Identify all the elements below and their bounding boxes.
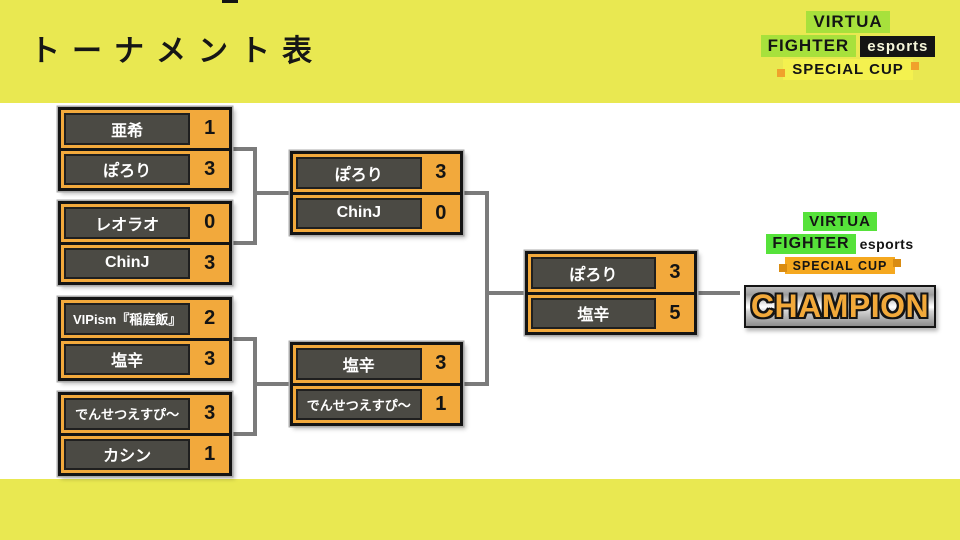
player-row: ぽろり 3 xyxy=(528,254,694,292)
bracket-connector xyxy=(485,191,489,386)
player-name: ChinJ xyxy=(296,197,422,229)
player-row: ChinJ 0 xyxy=(293,191,460,232)
match-semifinal-2: 塩辛 3 でんせつえすぴ〜 1 xyxy=(290,342,463,426)
logo-fighter-row: FIGHTER esports xyxy=(760,35,936,57)
match-round1-4: でんせつえすぴ〜 3 カシン 1 xyxy=(58,392,232,476)
player-score: 5 xyxy=(669,301,681,324)
champion-banner: CHAMPION xyxy=(744,285,936,328)
bracket-connector xyxy=(230,337,257,341)
champion-logo-virtua-label: VIRTUA xyxy=(803,212,877,231)
champion-logo-fighter-label: FIGHTER xyxy=(766,234,856,254)
player-name: ChinJ xyxy=(64,247,191,279)
player-score: 3 xyxy=(204,347,216,370)
player-name: 塩辛 xyxy=(531,297,656,329)
player-row: レオラオ 0 xyxy=(61,204,229,242)
player-row: 塩辛 3 xyxy=(293,345,460,383)
bracket-connector xyxy=(230,241,257,245)
player-score: 3 xyxy=(435,161,447,184)
player-score: 2 xyxy=(204,307,216,330)
player-name: レオラオ xyxy=(64,207,191,239)
player-row: 塩辛 5 xyxy=(528,291,694,332)
bracket-connector xyxy=(485,291,525,295)
player-score: 3 xyxy=(204,157,216,180)
bracket-connector xyxy=(253,191,290,195)
player-row: カシン 1 xyxy=(61,432,229,473)
bracket-connector xyxy=(253,147,257,245)
match-round1-1: 亜希 1 ぽろり 3 xyxy=(58,107,232,191)
player-name: カシン xyxy=(64,438,191,470)
match-final: ぽろり 3 塩辛 5 xyxy=(525,251,697,335)
player-name: ぽろり xyxy=(296,157,422,189)
logo-special-cup-label: SPECIAL CUP xyxy=(777,59,919,80)
player-score: 1 xyxy=(435,392,447,415)
player-name: でんせつえすぴ〜 xyxy=(64,398,191,430)
player-row: 塩辛 3 xyxy=(61,337,229,378)
match-semifinal-1: ぽろり 3 ChinJ 0 xyxy=(290,151,463,235)
player-row: ChinJ 3 xyxy=(61,241,229,282)
player-name: VIPism『稲庭飯』 xyxy=(64,303,191,335)
player-score: 0 xyxy=(204,211,216,234)
player-name: でんせつえすぴ〜 xyxy=(296,388,422,420)
player-name: ぽろり xyxy=(64,153,191,185)
bottom-yellow-band xyxy=(0,479,960,540)
player-name: 塩辛 xyxy=(296,348,422,380)
player-row: ぽろり 3 xyxy=(61,147,229,188)
bracket-connector xyxy=(253,337,257,436)
champion-logo-fighter-row: FIGHTER esports xyxy=(766,234,913,254)
logo-esports-badge: esports xyxy=(860,35,936,57)
champion-block: VIRTUA FIGHTER esports SPECIAL CUP CHAMP… xyxy=(742,212,938,328)
bracket-connector xyxy=(461,382,488,386)
player-score: 0 xyxy=(435,201,447,224)
player-score: 1 xyxy=(204,117,216,140)
player-name: ぽろり xyxy=(531,257,656,289)
bracket-connector xyxy=(230,432,257,436)
player-row: ぽろり 3 xyxy=(293,154,460,192)
player-name: 亜希 xyxy=(64,113,191,145)
player-score: 3 xyxy=(435,352,447,375)
player-row: でんせつえすぴ〜 3 xyxy=(61,395,229,433)
player-score: 1 xyxy=(204,442,216,465)
player-score: 3 xyxy=(669,261,681,284)
bracket-connector xyxy=(230,147,257,151)
player-row: 亜希 1 xyxy=(61,110,229,148)
bracket-connector xyxy=(695,291,740,295)
champion-logo-special-cup-label: SPECIAL CUP xyxy=(778,257,902,274)
event-logo-top: VIRTUA FIGHTER esports SPECIAL CUP xyxy=(758,11,938,80)
page-title: トーナメント表 xyxy=(30,35,324,68)
match-round1-2: レオラオ 0 ChinJ 3 xyxy=(58,201,232,285)
champion-banner-text: CHAMPION xyxy=(750,288,930,324)
player-score: 3 xyxy=(204,251,216,274)
bracket-connector xyxy=(461,191,488,195)
bracket-connector xyxy=(253,382,290,386)
player-row: VIPism『稲庭飯』 2 xyxy=(61,300,229,338)
player-row: でんせつえすぴ〜 1 xyxy=(293,382,460,423)
logo-virtua-label: VIRTUA xyxy=(806,11,890,33)
player-score: 3 xyxy=(204,402,216,425)
match-round1-3: VIPism『稲庭飯』 2 塩辛 3 xyxy=(58,297,232,381)
champion-logo-esports-label: esports xyxy=(859,236,914,252)
player-name: 塩辛 xyxy=(64,343,191,375)
logo-fighter-label: FIGHTER xyxy=(760,35,857,57)
top-notch xyxy=(222,0,238,3)
